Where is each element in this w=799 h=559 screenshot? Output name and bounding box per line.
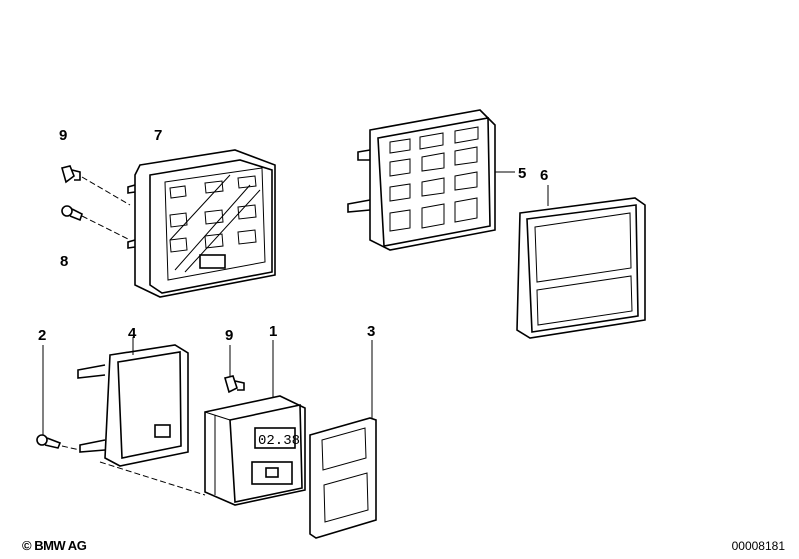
part-5-housing [347,109,515,251]
label-6: 6 [540,167,548,184]
label-9-bottom: 9 [225,327,233,344]
part-9-bulb-top [61,165,131,206]
label-2: 2 [38,327,46,344]
clock-display: 02.38 [258,433,300,449]
document-id: 00008181 [731,539,785,553]
label-5: 5 [518,165,526,182]
label-3: 3 [367,323,375,340]
part-2-screw [36,345,206,496]
part-3-panel [309,340,377,539]
label-1: 1 [269,323,277,340]
label-7: 7 [154,127,162,144]
label-4: 4 [128,325,137,342]
part-6-frame [516,185,646,339]
copyright: © BMW AG [22,538,87,553]
label-8: 8 [60,253,68,270]
part-4-bracket [77,337,189,467]
part-7-cover [127,149,276,298]
part-8-screw [61,205,131,241]
part-9-bulb-bottom [224,345,245,394]
part-1-clock: 02.38 [204,340,306,506]
label-9-top: 9 [59,127,67,144]
